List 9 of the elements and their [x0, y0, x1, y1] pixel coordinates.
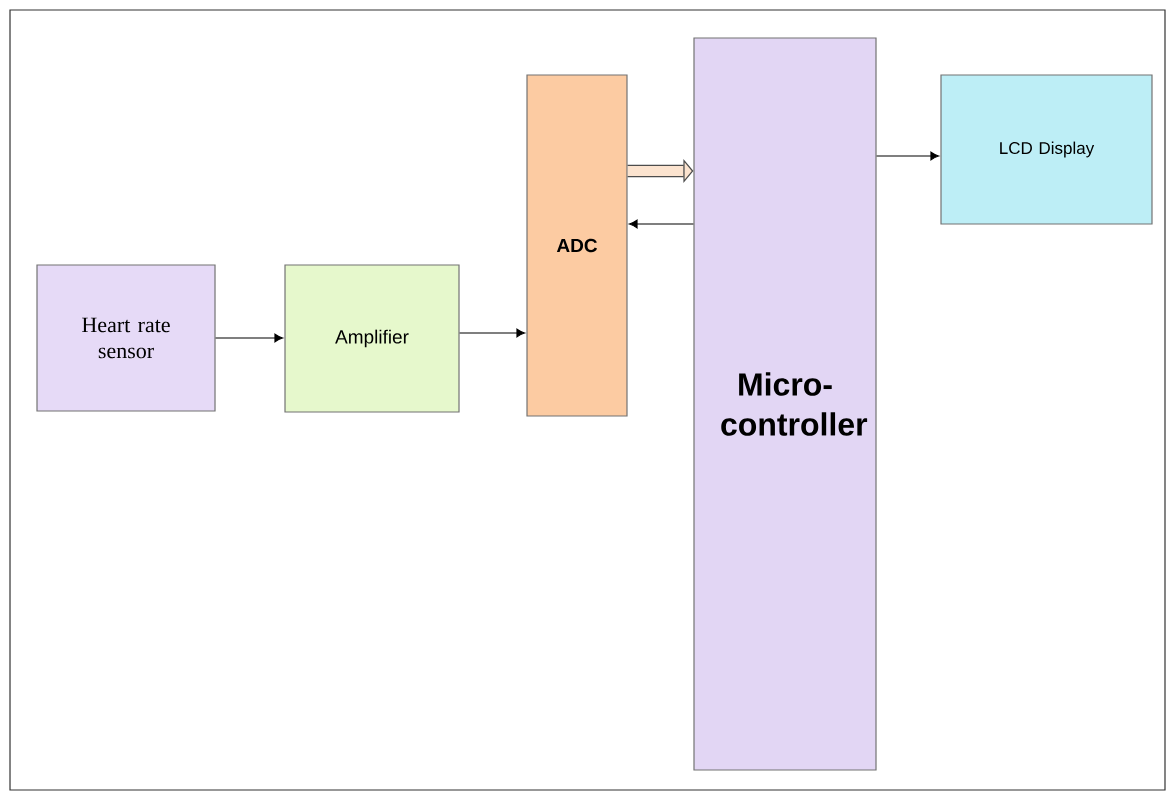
arrow: [459, 328, 526, 338]
process-box: Heart rate sensor: [36, 264, 216, 412]
arrow: [628, 219, 694, 229]
arrow: [876, 151, 940, 161]
process-box: Micro- controller: [693, 37, 877, 771]
process-box: Amplifier: [284, 264, 460, 413]
process-box: LCD Display: [940, 74, 1153, 225]
process-box: ADC: [526, 74, 628, 417]
arrow: [215, 333, 284, 343]
